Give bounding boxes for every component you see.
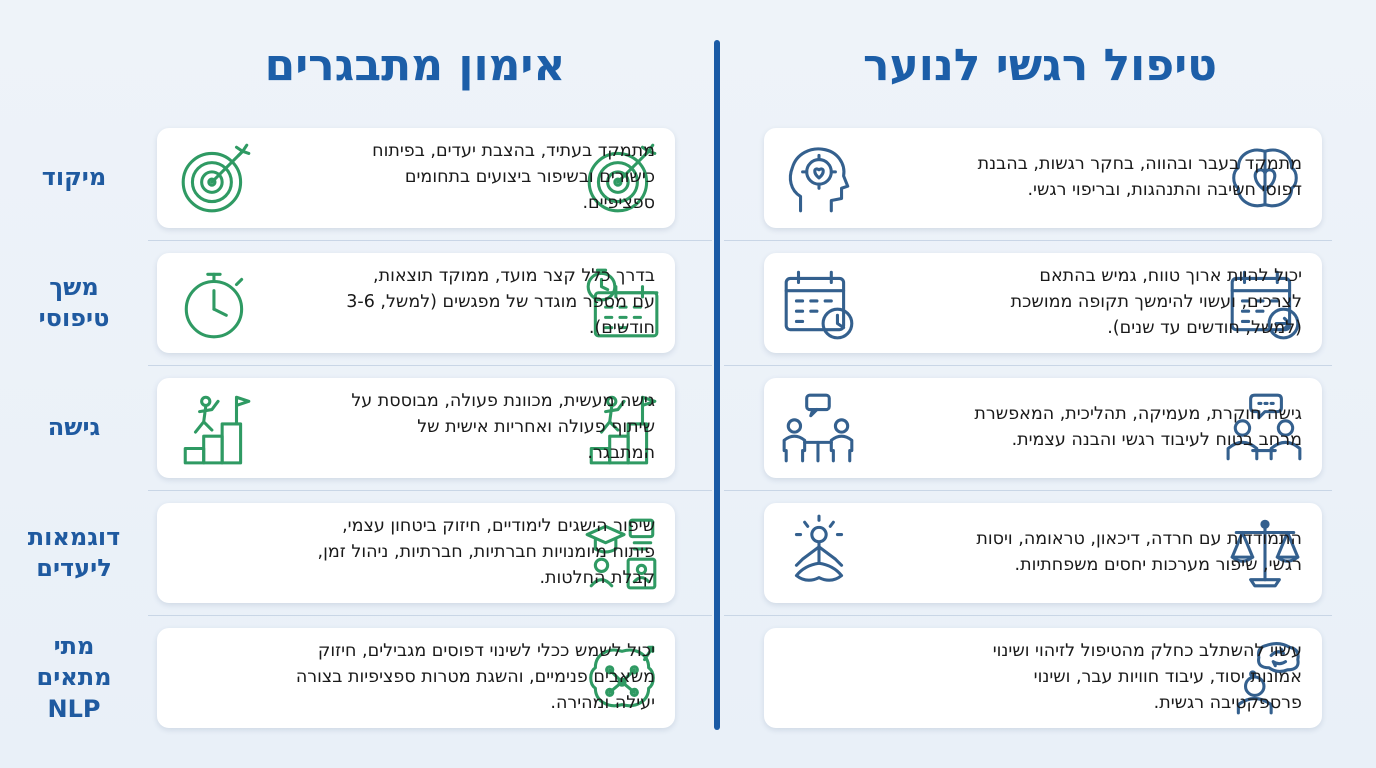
coaching-focus-text: מתמקד בעתיד, בהצבת יעדים, בפיתוח כישורים…	[372, 141, 655, 213]
meditation-person-icon	[778, 512, 860, 594]
climbing-steps-flag-icon	[581, 387, 663, 469]
brain-circuit-icon	[581, 637, 663, 719]
therapy-goals-text: התמודדות עם חרדה, דיכאון, טראומה, ויסות …	[976, 529, 1302, 575]
balance-scale-icon	[1224, 512, 1306, 594]
row-separator	[148, 490, 712, 491]
calendar-clock-icon	[778, 262, 860, 344]
therapy-card-duration: יכול להיות ארוך טווח, גמיש בהתאם לצרכים,…	[764, 253, 1322, 353]
row-label-goal-examples: דוגמאות ליעדים	[27, 522, 121, 582]
climbing-steps-flag-icon	[175, 387, 257, 469]
row-separator	[148, 365, 712, 366]
conversation-people-icon	[1224, 387, 1306, 469]
therapy-card-goals: התמודדות עם חרדה, דיכאון, טראומה, ויסות …	[764, 503, 1322, 603]
goals-collage-icon	[581, 512, 663, 594]
coaching-card-duration: בדרך כלל קצר מועד, ממוקד תוצאות, עם מספר…	[157, 253, 675, 353]
stopwatch-calendar-icon	[581, 262, 663, 344]
row-separator	[724, 240, 1332, 241]
row-separator	[724, 615, 1332, 616]
row-separator	[148, 615, 712, 616]
coaching-title: אימון מתבגרים	[264, 40, 566, 91]
calendar-arrow-icon	[1224, 262, 1306, 344]
brain-heart-icon	[1224, 137, 1306, 219]
thought-exchange-person-icon	[1224, 637, 1306, 719]
therapy-focus-text: מתמקד בעבר ובהווה, בחקר רגשות, בהבנת דפו…	[977, 154, 1302, 200]
row-separator	[148, 240, 712, 241]
row-label-duration: משך טיפוסי	[38, 272, 110, 332]
target-arrow-icon	[581, 137, 663, 219]
coaching-approach-text: גישה מעשית, מכוונת פעולה, מבוססת על שיתו…	[351, 391, 655, 463]
row-label-approach: גישה	[47, 413, 101, 442]
counseling-session-icon	[778, 387, 860, 469]
head-gear-heart-icon	[778, 137, 860, 219]
coaching-card-approach: גישה מעשית, מכוונת פעולה, מבוססת על שיתו…	[157, 378, 675, 478]
therapy-nlp-text: עשוי להשתלב כחלק מהטיפול לזיהוי ושינוי א…	[992, 641, 1302, 713]
therapy-title: טיפול רגשי לנוער	[862, 40, 1218, 91]
therapy-duration-text: יכול להיות ארוך טווח, גמיש בהתאם לצרכים,…	[1010, 266, 1302, 338]
row-separator	[724, 365, 1332, 366]
target-arrow-icon	[175, 137, 257, 219]
coaching-card-goals: שיפור הישגים לימודיים, חיזוק ביטחון עצמי…	[157, 503, 675, 603]
therapy-approach-text: גישה חוקרת, מעמיקה, תהליכית, המאפשרת מרח…	[974, 404, 1302, 450]
therapy-card-focus: מתמקד בעבר ובהווה, בחקר רגשות, בהבנת דפו…	[764, 128, 1322, 228]
coaching-card-focus: מתמקד בעתיד, בהצבת יעדים, בפיתוח כישורים…	[157, 128, 675, 228]
row-label-nlp-fit: מתי מתאים NLP	[36, 632, 112, 723]
center-divider	[714, 40, 720, 730]
therapy-card-approach: גישה חוקרת, מעמיקה, תהליכית, המאפשרת מרח…	[764, 378, 1322, 478]
coaching-duration-text: בדרך כלל קצר מועד, ממוקד תוצאות, עם מספר…	[346, 266, 655, 338]
therapy-card-nlp: עשוי להשתלב כחלק מהטיפול לזיהוי ושינוי א…	[764, 628, 1322, 728]
row-label-focus: מיקוד	[41, 163, 107, 192]
coaching-nlp-text: יכול לשמש ככלי לשינוי דפוסים מגבילים, חי…	[295, 641, 655, 713]
coaching-card-nlp: יכול לשמש ככלי לשינוי דפוסים מגבילים, חי…	[157, 628, 675, 728]
coaching-goals-text: שיפור הישגים לימודיים, חיזוק ביטחון עצמי…	[317, 516, 655, 588]
row-separator	[724, 490, 1332, 491]
stopwatch-icon	[175, 262, 257, 344]
